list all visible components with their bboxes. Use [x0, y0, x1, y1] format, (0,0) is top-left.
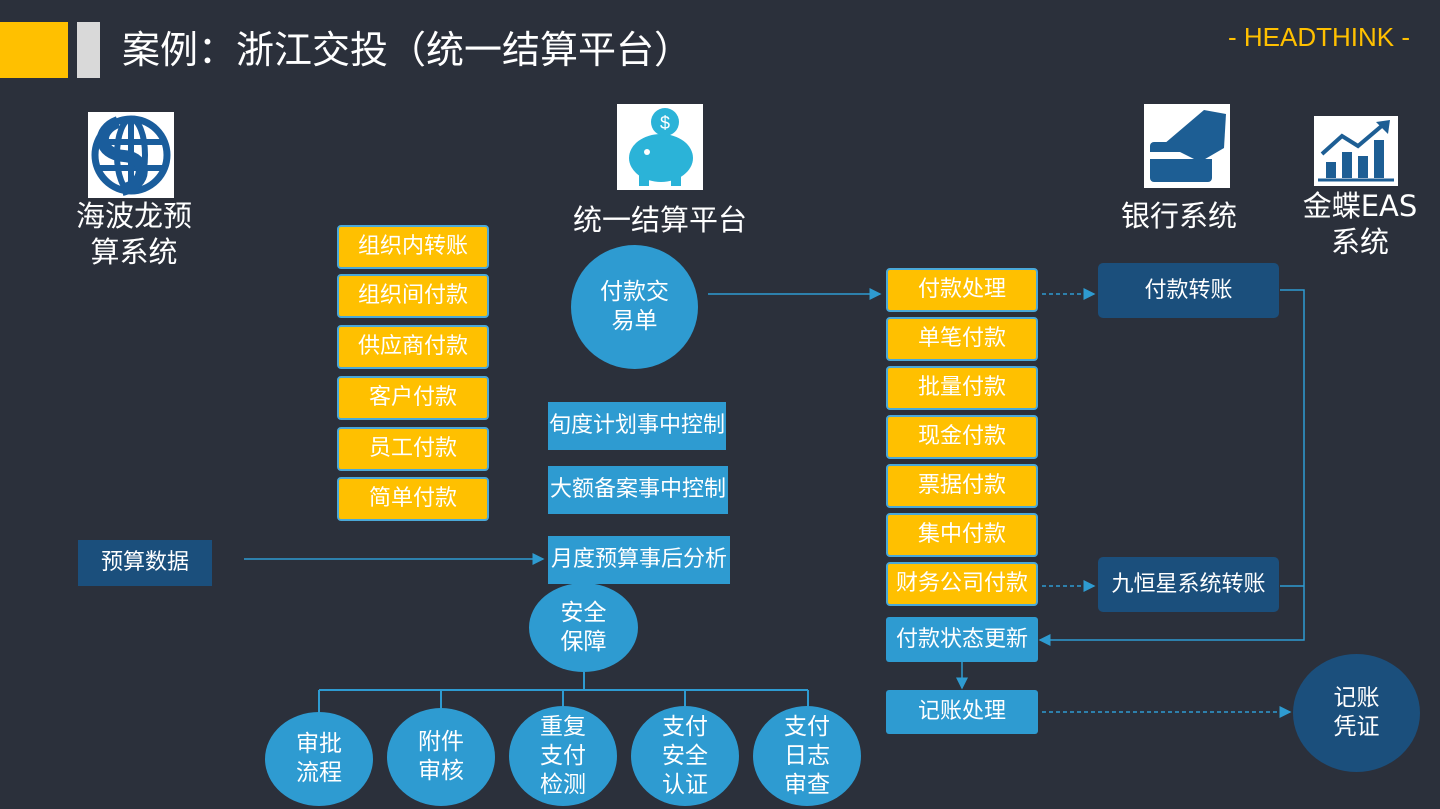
- security-item-auth-label: 支付安全认证: [661, 713, 708, 798]
- voucher-circle: 记账凭证: [1293, 654, 1420, 772]
- jiuhengxing-transfer-box: 九恒星系统转账: [1098, 557, 1279, 612]
- security-item-attachment: 附件审核: [387, 708, 495, 806]
- globe-logo-icon: [88, 112, 174, 198]
- security-item-approval-label: 审批流程: [296, 731, 342, 786]
- left-item-internal-transfer: 组织内转账: [337, 225, 489, 269]
- budget-data-box: 预算数据: [78, 540, 212, 586]
- left-item-customer-payment: 客户付款: [337, 376, 489, 420]
- title-accent-yellow: [0, 22, 68, 78]
- proc-single-payment: 单笔付款: [886, 317, 1038, 361]
- payment-order-circle: 付款交易单: [571, 245, 698, 369]
- security-item-attachment-label: 附件审核: [418, 729, 464, 784]
- security-item-log-label: 支付日志审查: [783, 713, 830, 798]
- security-circle: 安全保障: [529, 583, 638, 672]
- title-accent-gray: [77, 22, 100, 78]
- budget-system-label: 海波龙预算系统: [75, 199, 192, 269]
- security-item-approval: 审批流程: [265, 712, 373, 806]
- chart-growth-icon: [1314, 116, 1398, 186]
- security-item-duplicate: 重复支付检测: [509, 706, 617, 806]
- proc-batch-payment: 批量付款: [886, 366, 1038, 410]
- brand-label: - HEADTHINK -: [1228, 22, 1410, 52]
- proc-bill-payment: 票据付款: [886, 464, 1038, 508]
- eas-system-label: 金蝶EAS系统: [1302, 189, 1418, 259]
- security-item-duplicate-label: 重复支付检测: [539, 713, 586, 798]
- left-item-inter-org-payment: 组织间付款: [337, 274, 489, 318]
- security-item-log: 支付日志审查: [753, 706, 861, 806]
- piggy-bank-icon: $: [617, 104, 703, 190]
- proc-finance-company-payment: 财务公司付款: [886, 562, 1038, 606]
- security-label: 安全保障: [560, 599, 607, 655]
- bank-card-icon: [1144, 104, 1230, 188]
- proc-centralized-payment: 集中付款: [886, 513, 1038, 557]
- proc-payment-processing: 付款处理: [886, 268, 1038, 312]
- left-item-simple-payment: 简单付款: [337, 477, 489, 521]
- left-item-supplier-payment: 供应商付款: [337, 325, 489, 369]
- control-large-amount: 大额备案事中控制: [548, 466, 728, 514]
- platform-label: 统一结算平台: [572, 203, 747, 237]
- page-title: 案例：浙江交投（统一结算平台）: [122, 28, 693, 72]
- control-ten-day-plan: 旬度计划事中控制: [548, 402, 726, 450]
- status-update-box: 付款状态更新: [886, 617, 1038, 662]
- proc-cash-payment: 现金付款: [886, 415, 1038, 459]
- svg-text:$: $: [660, 113, 670, 133]
- bank-system-label: 银行系统: [1120, 199, 1237, 233]
- control-monthly-analysis: 月度预算事后分析: [548, 536, 730, 584]
- bank-transfer-box: 付款转账: [1098, 263, 1279, 318]
- payment-order-label: 付款交易单: [599, 279, 669, 334]
- voucher-label: 记账凭证: [1333, 685, 1380, 740]
- arrow-return-status: [1038, 289, 1305, 646]
- bookkeeping-box: 记账处理: [886, 690, 1038, 734]
- left-item-employee-payment: 员工付款: [337, 427, 489, 471]
- security-item-auth: 支付安全认证: [631, 706, 739, 806]
